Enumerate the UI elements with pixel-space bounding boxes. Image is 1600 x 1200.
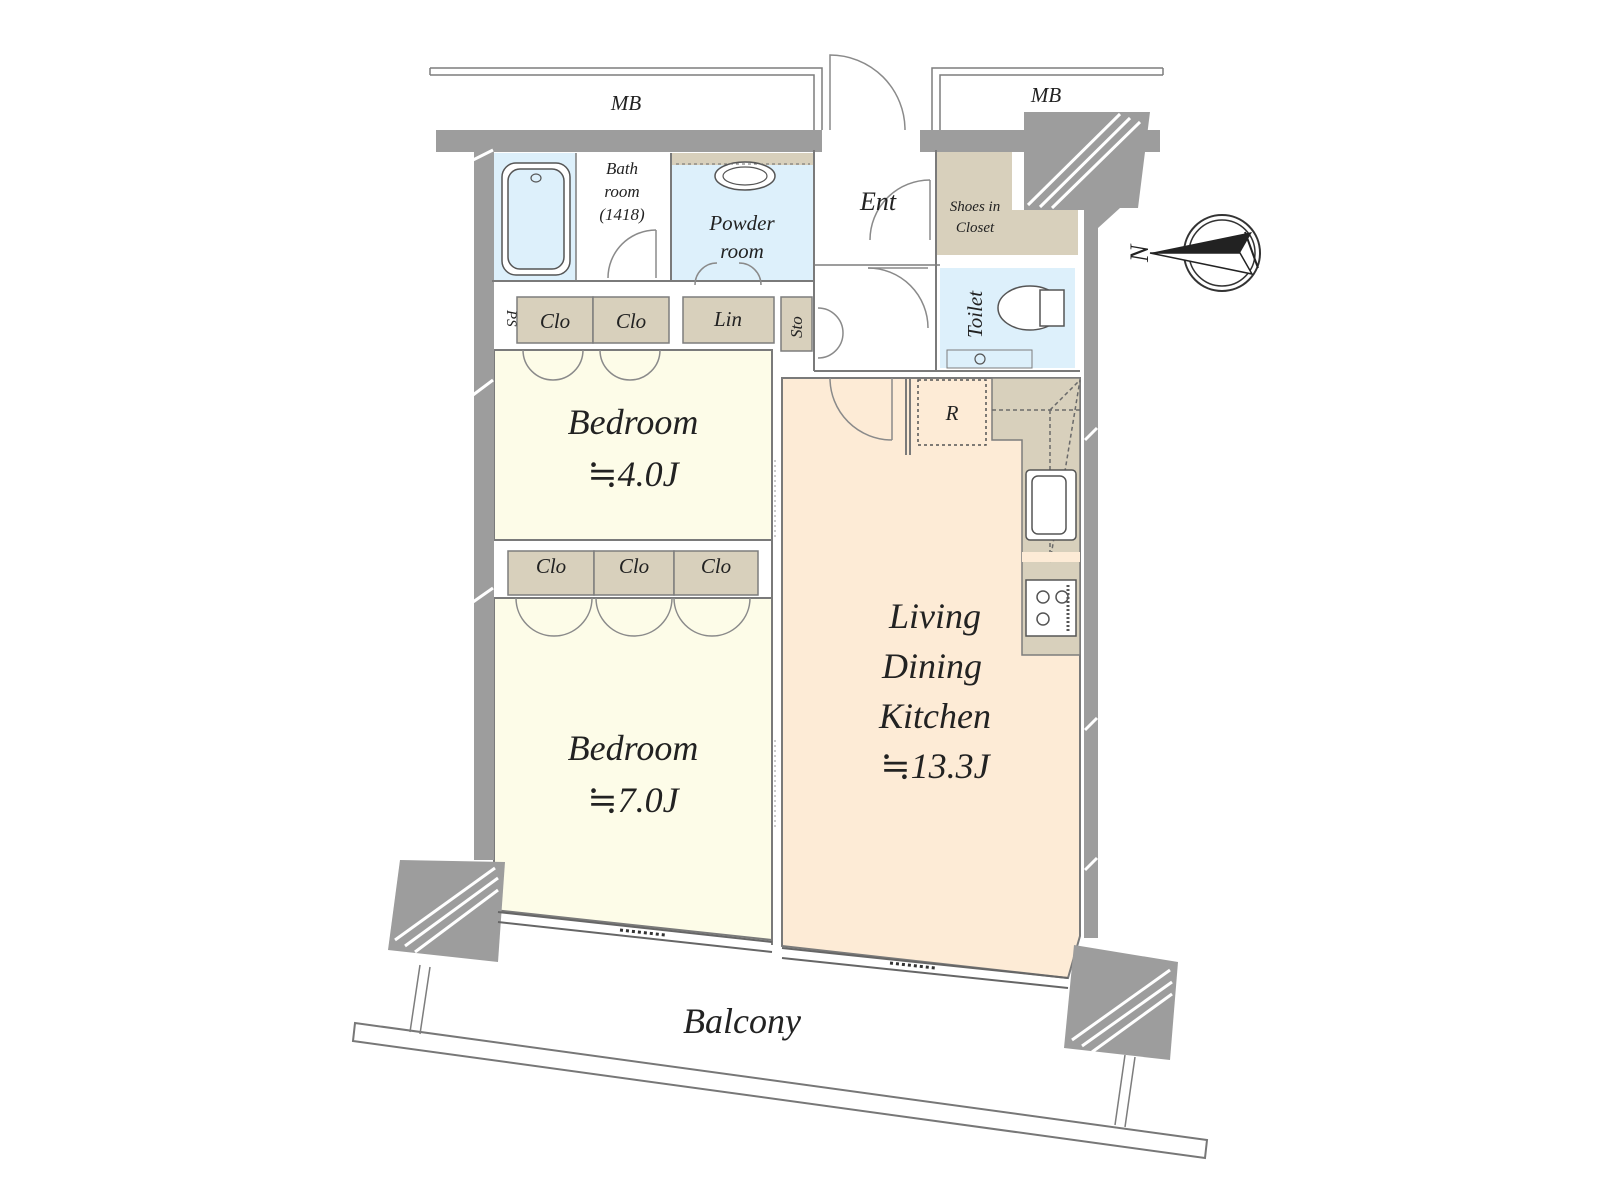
mb-right-label: MB [1030,83,1061,107]
balcony-railing [351,964,1209,1160]
storage-label: Sto [787,316,806,338]
bedroom-large-size: ≒7.0J [587,780,680,820]
ldk-label-3: Kitchen [878,696,991,736]
bathroom-label-2: room [604,182,639,201]
bedroom-small [493,349,773,541]
ps-label: PS [503,309,519,327]
powder-room-label-2: room [720,239,764,263]
meter-boxes [429,67,1164,130]
linen-closet-label: Lin [713,307,742,331]
refrigerator-label: R [945,401,959,425]
fridge-space [917,379,987,446]
ldk-size: ≒13.3J [880,746,991,786]
balcony-windows [497,911,1069,989]
vanity-counter [671,153,814,165]
closet-label: Clo [536,554,566,578]
toilet-fixture [974,285,1065,365]
toilet-label: Toilet [963,290,987,338]
shoes-closet-label-1: Shoes in [950,199,1000,215]
shoes-closet-label-2: Closet [956,220,995,236]
bathroom-label-1: Bath [606,159,638,178]
closet-label: Clo [701,554,731,578]
bedroom-small-size: ≒4.0J [587,454,680,494]
kitchen-stove [1025,579,1077,637]
bedroom-small-name: Bedroom [568,402,699,442]
entrance-label: Ent [859,187,897,216]
closet-label: Clo [616,309,646,333]
ldk-label-2: Dining [881,646,982,686]
closet-label: Clo [540,309,570,333]
partitions [492,150,1080,946]
bathroom-label-3: (1418) [599,205,645,224]
compass-icon [1149,214,1261,292]
doors [515,54,931,637]
closet-label: Clo [619,554,649,578]
ldk-label-1: Living [888,596,981,636]
washbasin [676,161,810,191]
mb-left-label: MB [610,91,641,115]
kitchen-sink [1025,469,1077,541]
balcony-label: Balcony [683,1001,801,1041]
bathroom-dressing [576,153,671,281]
walls [388,112,1178,1060]
powder-room-label-1: Powder [708,211,775,235]
shoes-closet [936,150,1078,255]
closets [507,296,813,596]
bedroom-large [493,597,773,942]
north-label: N [1125,243,1154,263]
bathtub [501,162,571,276]
entrance-floor [814,153,936,371]
bedroom-large-name: Bedroom [568,728,699,768]
